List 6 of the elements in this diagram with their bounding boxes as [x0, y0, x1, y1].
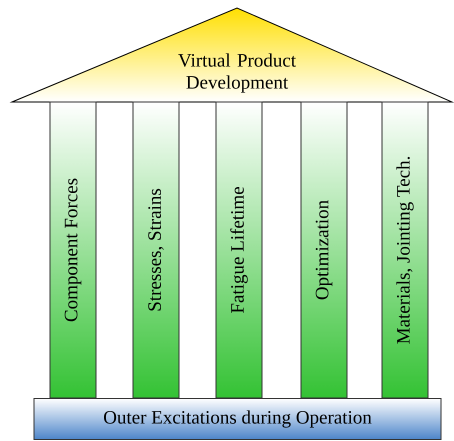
pillar: Stresses, Strains	[132, 102, 180, 398]
pillar: Component Forces	[50, 102, 96, 398]
pillar: Fatigue Lifetime	[216, 102, 262, 398]
pillar: Optimization	[300, 102, 348, 398]
base-box: Outer Excitations during Operation	[34, 398, 442, 440]
pillar: Materials, Jointing Tech.	[382, 102, 428, 398]
